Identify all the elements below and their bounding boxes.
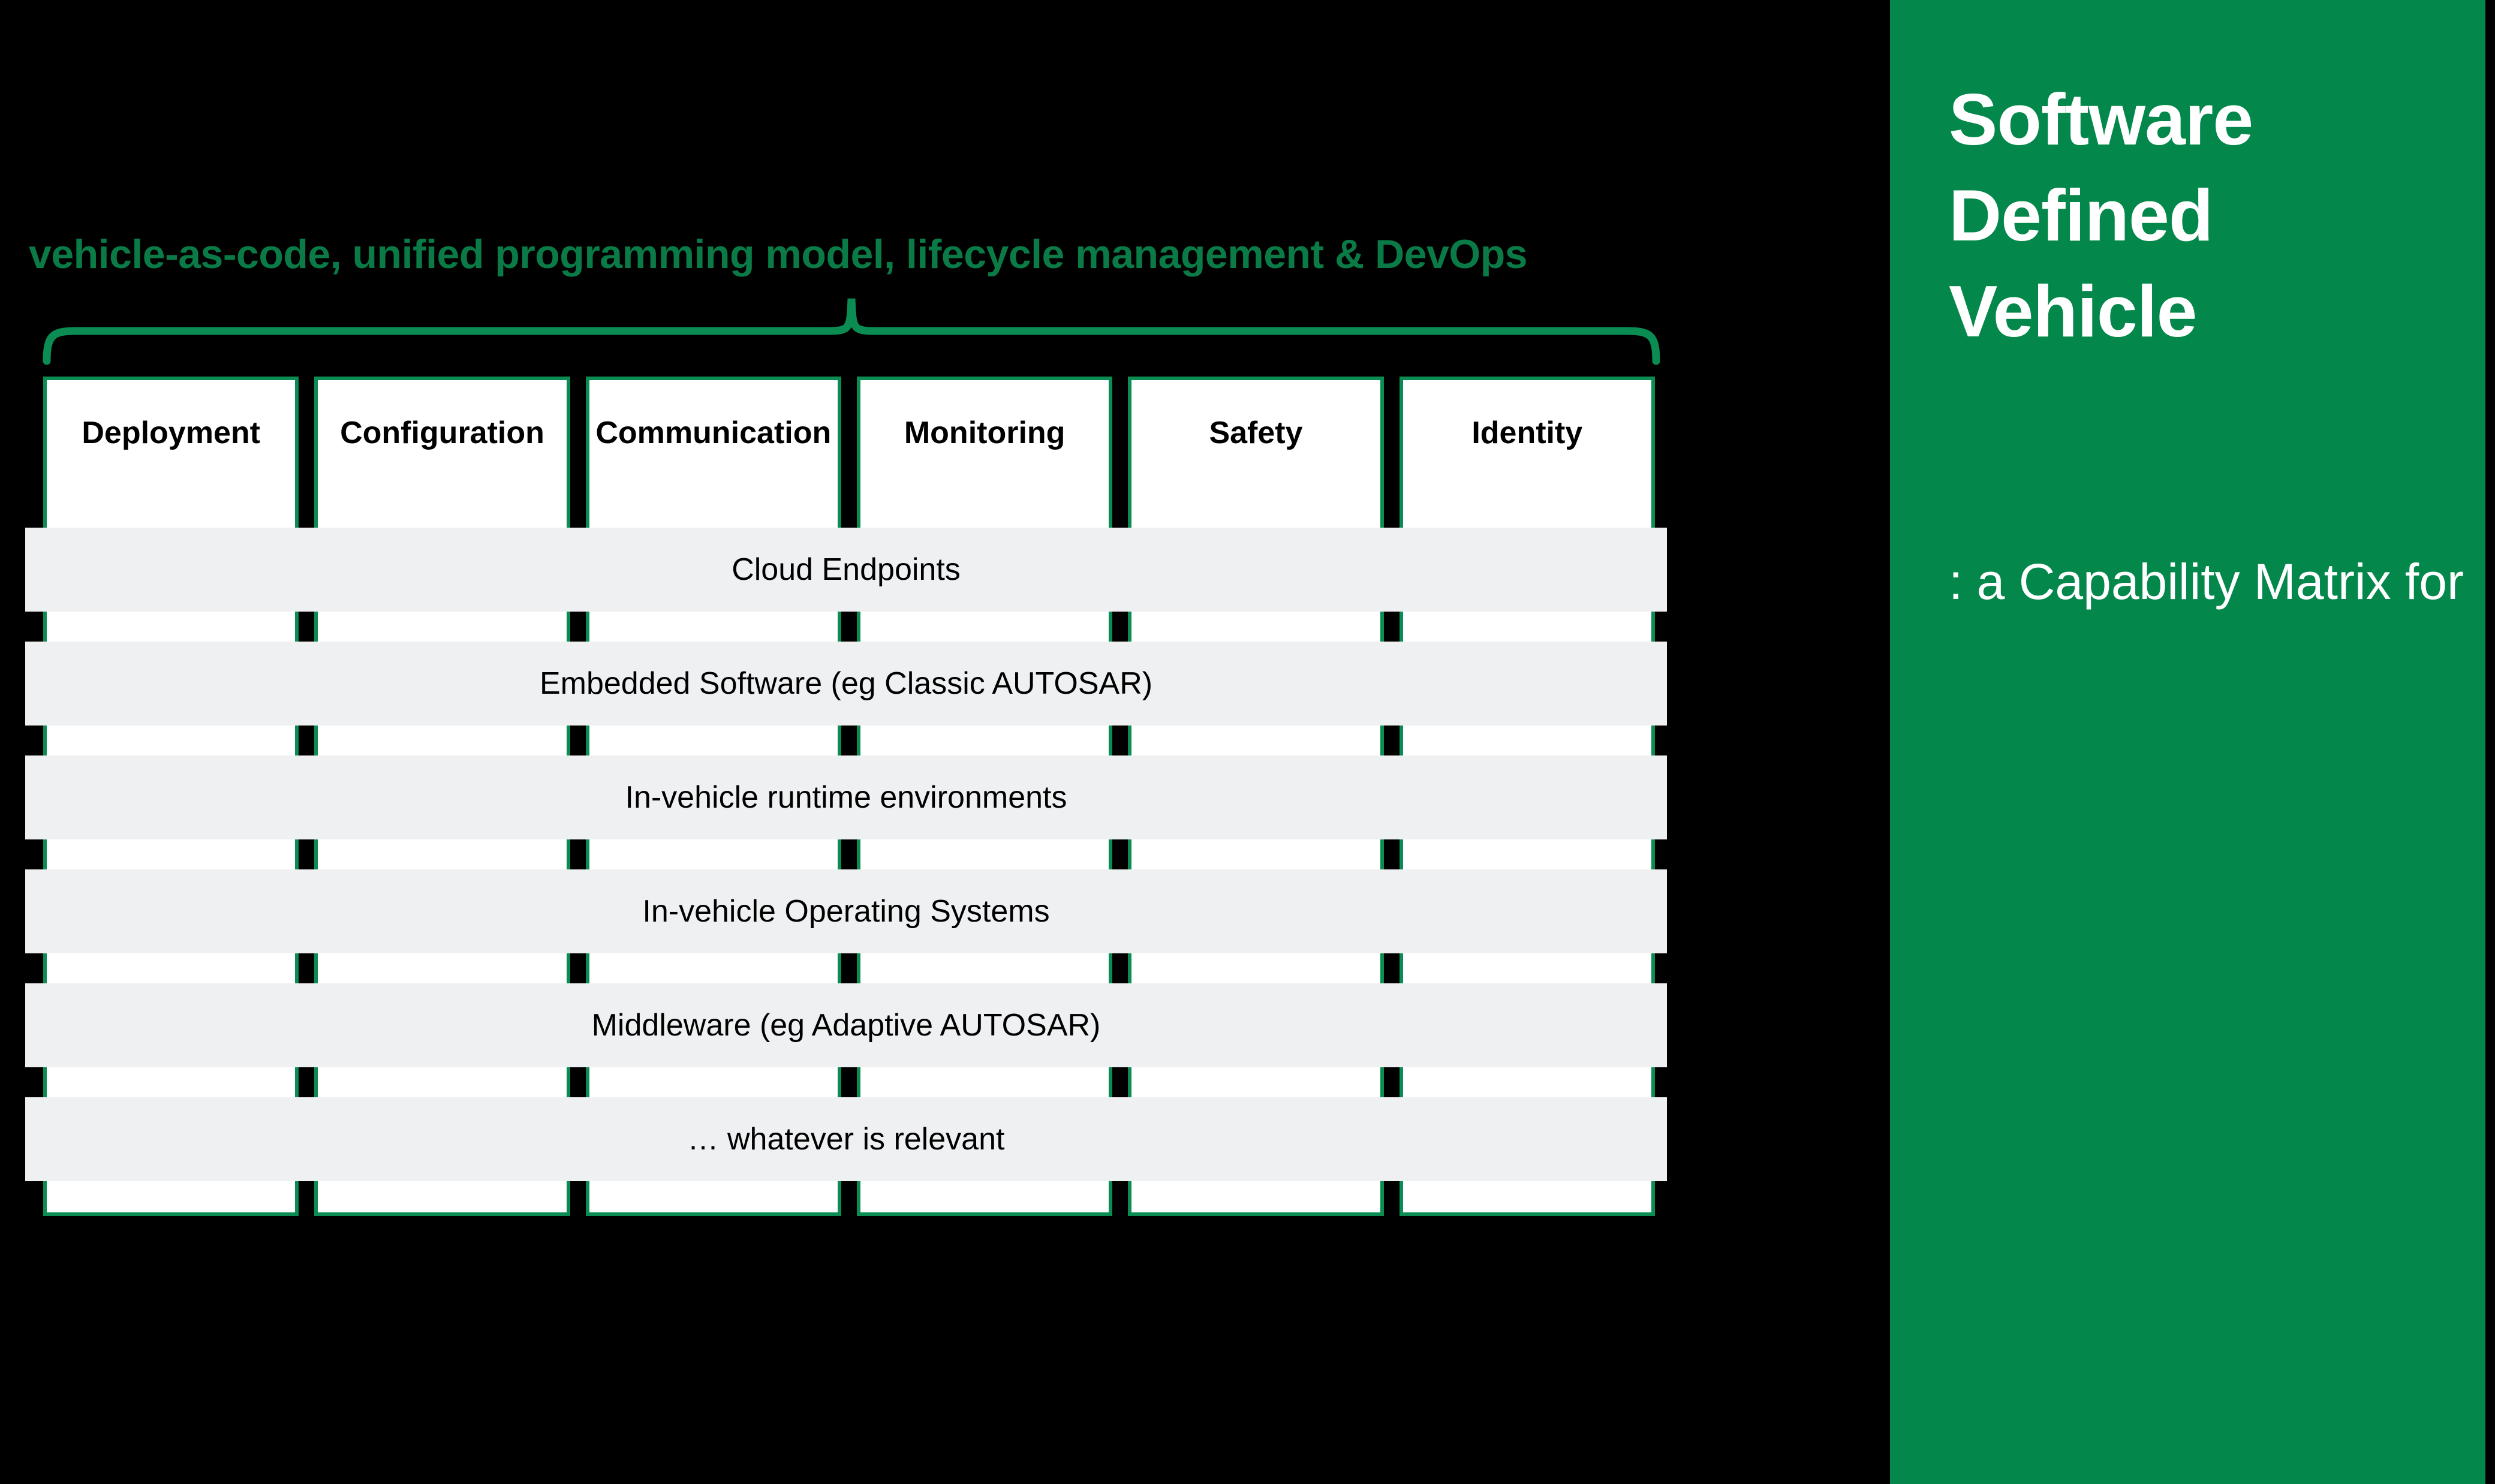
capability-matrix-diagram: vehicle-as-code, unified programming mod… [25,231,1667,1216]
column-label: Configuration [340,416,544,450]
column-identity[interactable]: Identity [1399,377,1655,1216]
column-configuration[interactable]: Configuration [314,377,570,1216]
column-communication[interactable]: Communication [585,377,841,1216]
column-label: Communication [595,416,832,450]
capability-columns: Deployment Configuration Communication M… [43,377,1655,1216]
column-label: Identity [1471,416,1583,450]
column-label: Monitoring [904,416,1066,450]
column-deployment[interactable]: Deployment [43,377,299,1216]
column-label: Safety [1209,416,1303,450]
column-monitoring[interactable]: Monitoring [856,377,1113,1216]
curly-brace-icon [43,298,1660,365]
column-label: Deployment [82,416,260,450]
page-title: Software Defined Vehicle [1949,79,2253,352]
title-panel: Software Defined Vehicle : a Capability … [1890,0,2485,1484]
page-subtitle: : a Capability Matrix for [1949,553,2464,610]
diagram-caption: vehicle-as-code, unified programming mod… [29,231,1528,277]
column-safety[interactable]: Safety [1128,377,1384,1216]
